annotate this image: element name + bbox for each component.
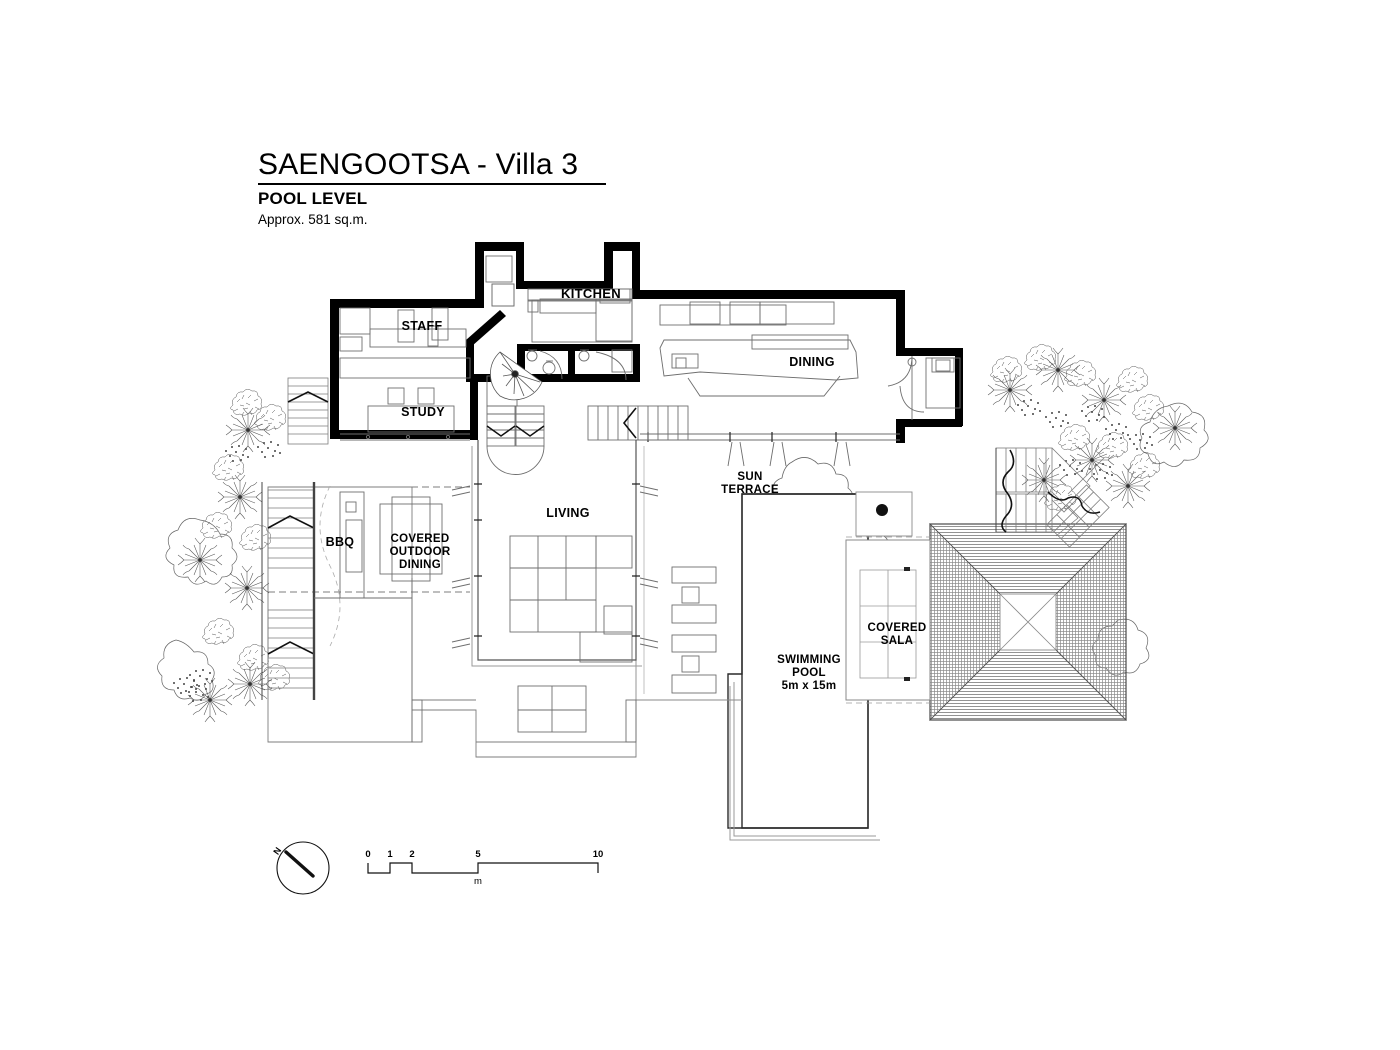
sala-platform [845, 491, 934, 704]
area-label: Approx. 581 sq.m. [258, 211, 368, 227]
swimming-pool-size: 5m x 15m [781, 680, 837, 692]
room-label-living: LIVING [546, 506, 590, 520]
scale-tick-5: 5 [475, 849, 481, 860]
title-underline [258, 183, 606, 185]
scale-tick-2: 2 [409, 849, 415, 860]
sun-loungers [671, 566, 717, 694]
landscape-west [157, 388, 290, 723]
scale-bar [367, 862, 599, 874]
room-label-covered-outdoor-dining: COVERED OUTDOOR DINING [389, 533, 451, 571]
scale-unit-label: m [474, 876, 482, 887]
north-compass [276, 841, 330, 895]
room-label-covered-sala: COVERED SALA [867, 622, 927, 647]
garden-stairs-west [261, 377, 341, 700]
swimming-pool-shape [727, 493, 880, 841]
room-label-kitchen: KITCHEN [561, 286, 621, 301]
room-label-sun-terrace: SUN TERRACE [721, 471, 779, 496]
room-label-staff: STAFF [401, 319, 443, 333]
scale-tick-10: 10 [592, 849, 604, 860]
angled-wall [466, 310, 506, 346]
interior-linework [314, 255, 961, 743]
title-block: SAENGOOTSA - Villa 3 POOL LEVEL Approx. … [258, 148, 606, 228]
scale-tick-1: 1 [387, 849, 393, 860]
level-label: POOL LEVEL [258, 188, 368, 208]
sala-roof [929, 523, 1127, 721]
garden-steps-east [995, 447, 1110, 548]
scale-tick-0: 0 [365, 849, 371, 860]
room-label-study: STUDY [401, 405, 445, 419]
page-title: SAENGOOTSA - Villa 3 [258, 148, 579, 181]
room-label-swimming-pool: SWIMMING POOL 5m x 15m [762, 641, 856, 706]
room-label-dining: DINING [789, 355, 835, 369]
room-label-bbq: BBQ [325, 535, 355, 549]
